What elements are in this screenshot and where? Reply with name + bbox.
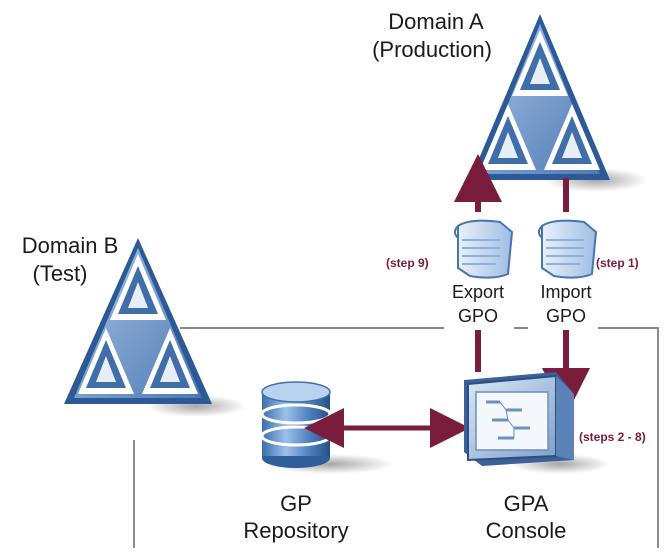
domain-b-triangle-icon: [64, 238, 246, 417]
gpa-console-label-line2: Console: [486, 518, 567, 543]
gp-repository-label-line2: Repository: [243, 518, 348, 543]
import-gpo-label-line1: Import: [540, 282, 591, 302]
import-gpo-label-line2: GPO: [546, 306, 586, 326]
domain-b-boundary: [133, 327, 659, 548]
export-gpo-label-line1: Export: [452, 282, 504, 302]
import-gpo-document-icon: [538, 219, 598, 279]
domain-a-subtitle: (Production): [372, 37, 492, 62]
domain-b-subtitle: (Test): [33, 261, 88, 286]
export-gpo-document-icon: [454, 219, 514, 279]
import-step-label: (step 1): [596, 256, 639, 270]
domain-a-title: Domain A: [388, 9, 484, 34]
console-step-label: (steps 2 - 8): [579, 430, 646, 444]
gpa-console-label-line1: GPA: [504, 491, 549, 516]
gp-repository-label-line1: GP: [280, 491, 312, 516]
export-step-label: (step 9): [386, 256, 429, 270]
domain-b-title: Domain B: [22, 233, 119, 258]
domain-a-triangle-icon: [470, 14, 648, 192]
monitor-icon: [464, 372, 610, 474]
export-gpo-label-line2: GPO: [458, 306, 498, 326]
